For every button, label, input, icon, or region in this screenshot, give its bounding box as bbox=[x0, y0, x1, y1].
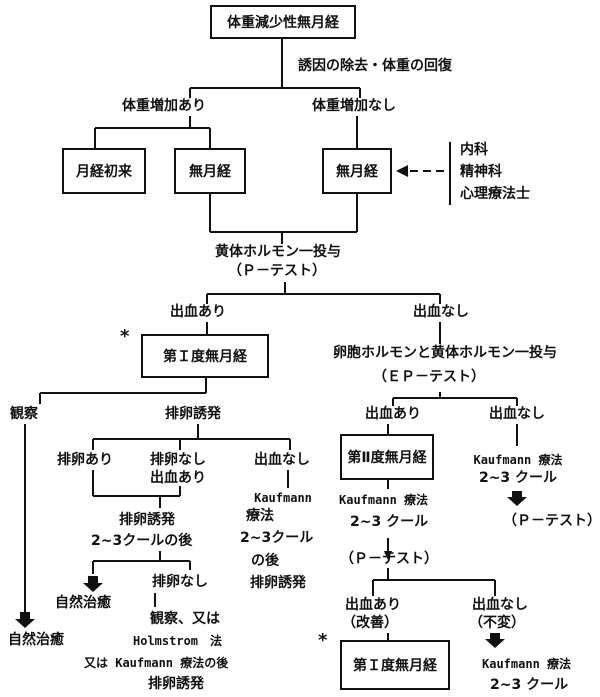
holmstrom-line4: 排卵誘発 bbox=[148, 676, 204, 692]
bleed-no-label-2: 出血なし bbox=[489, 406, 545, 422]
bleed-no-unchanged-line1: 出血なし bbox=[472, 597, 528, 613]
menarche-label: 月経初来 bbox=[76, 164, 132, 180]
amenorrhea-box-left: 無月経 bbox=[174, 148, 246, 194]
grade1-box-top: 第Ｉ度無月経 bbox=[141, 334, 269, 378]
bleed-yes-improved-line2: （改善） bbox=[342, 615, 398, 631]
bleed-no-label-1: 出血なし bbox=[413, 304, 469, 320]
bleed-yes-sub-label: 出血あり bbox=[150, 470, 206, 486]
p-test-mid-label: （Ｐ－テスト） bbox=[340, 551, 438, 567]
holmstrom-line1: 観察、又は bbox=[150, 611, 220, 627]
kaufmann-mid-line1: Kaufmann 療法 bbox=[339, 493, 429, 507]
grade1-label-bottom: 第Ｉ度無月経 bbox=[353, 658, 437, 674]
kaufmann-left-line3: 2~3クール bbox=[240, 530, 314, 546]
bleed-no-label-3: 出血なし bbox=[254, 452, 310, 468]
holmstrom-line2: Holmstrom 法 bbox=[133, 634, 223, 648]
amenorrhea-label-left: 無月経 bbox=[189, 164, 231, 180]
natural-cure-label-b: 自然治癒 bbox=[8, 632, 64, 648]
bleed-yes-label-2: 出血あり bbox=[365, 406, 421, 422]
ep-admin-label: 卵胞ホルモンと黄体ホルモン一投与 bbox=[333, 345, 557, 361]
ep-test-label: （ＥＰ－テスト） bbox=[373, 369, 485, 385]
p-test-right-label: （Ｐ－テスト） bbox=[503, 513, 600, 529]
weight-gain-no-label: 体重増加なし bbox=[312, 98, 396, 114]
ovulation-no-label-2: 排卵なし bbox=[152, 574, 208, 590]
grade1-label-top: 第Ｉ度無月経 bbox=[163, 349, 247, 365]
asterisk-marker-bottom: * bbox=[318, 630, 328, 651]
induction-after-line1: 排卵誘発 bbox=[119, 512, 175, 528]
specialist-psychotherapist: 心理療法士 bbox=[460, 186, 530, 202]
induction-after-line2: 2~3クールの後 bbox=[91, 533, 193, 549]
specialist-psychiatry: 精神科 bbox=[460, 164, 502, 180]
kaufmann-left-line5: 排卵誘発 bbox=[250, 575, 306, 591]
weight-gain-yes-label: 体重増加あり bbox=[122, 98, 206, 114]
kaufmann-left-line2: 療法 bbox=[246, 508, 274, 524]
holmstrom-line3: 又は Kaufmann 療法の後 bbox=[84, 656, 229, 670]
grade2-box: 第Ⅱ度無月経 bbox=[340, 434, 434, 480]
amenorrhea-box-right: 無月経 bbox=[322, 148, 392, 194]
grade2-label: 第Ⅱ度無月経 bbox=[347, 450, 427, 466]
bleed-no-unchanged-line2: （不変） bbox=[469, 615, 525, 631]
ovulation-induction-label: 排卵誘発 bbox=[165, 406, 221, 422]
ovulation-no-label: 排卵なし bbox=[150, 452, 206, 468]
root-node-label: 体重減少性無月経 bbox=[227, 15, 339, 31]
observe-label: 観察 bbox=[10, 406, 38, 422]
kaufmann-bottom-line2: 2~3 クール bbox=[490, 677, 569, 693]
menarche-box: 月経初来 bbox=[62, 148, 146, 194]
kaufmann-bottom-line1: Kaufmann 療法 bbox=[482, 657, 572, 671]
kaufmann-mid-line2: 2~3 クール bbox=[350, 514, 429, 530]
cause-removal-label: 誘因の除去・体重の回復 bbox=[298, 58, 452, 74]
bleed-yes-improved-line1: 出血あり bbox=[345, 597, 401, 613]
p-test-label: （Ｐ－テスト） bbox=[228, 263, 326, 279]
bleed-yes-label-1: 出血あり bbox=[170, 304, 226, 320]
ovulation-yes-label: 排卵あり bbox=[57, 452, 113, 468]
amenorrhea-label-right: 無月経 bbox=[336, 164, 378, 180]
specialist-internal-medicine: 内科 bbox=[460, 142, 488, 158]
root-node-box: 体重減少性無月経 bbox=[210, 5, 356, 39]
asterisk-marker-top: * bbox=[120, 326, 130, 347]
kaufmann-right-line2: 2~3 クール bbox=[478, 470, 558, 486]
kaufmann-left-line1: Kaufmann bbox=[254, 491, 312, 505]
natural-cure-label-a: 自然治癒 bbox=[55, 595, 111, 611]
kaufmann-left-line4: の後 bbox=[251, 553, 279, 569]
grade1-box-bottom: 第Ｉ度無月経 bbox=[340, 640, 450, 690]
kaufmann-right-line1: Kaufmann 療法 bbox=[473, 453, 563, 467]
progestin-label: 黄体ホルモン一投与 bbox=[215, 244, 341, 260]
